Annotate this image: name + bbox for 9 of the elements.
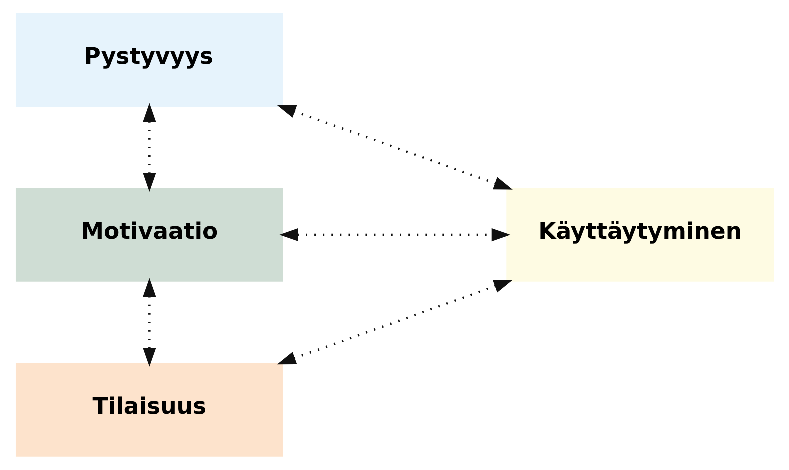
node-box: Käyttäytyminen — [506, 188, 774, 282]
arrow — [276, 105, 512, 190]
node-box: Motivaatio — [15, 188, 283, 282]
arrow — [279, 228, 510, 242]
arrow — [276, 280, 512, 365]
arrow — [142, 103, 156, 192]
node-box: Pystyvyys — [15, 13, 283, 107]
node-box: Tilaisuus — [15, 363, 283, 457]
arrow — [142, 278, 156, 367]
